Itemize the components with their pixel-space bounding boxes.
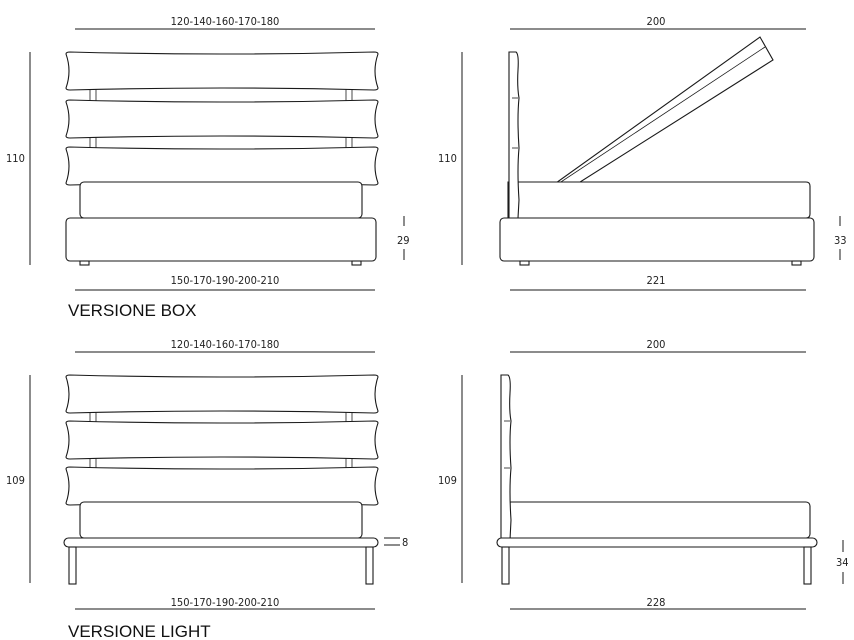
light-front-view: 120-140-160-170-180 109 8 150-170-190-20… [6, 338, 408, 610]
light-front-headboard-cushion-1 [65, 374, 379, 414]
box-front-foot-right [351, 260, 362, 266]
box-front-headboard-cushion-2 [65, 99, 379, 139]
box-front-height-label: 110 [6, 152, 25, 165]
light-side-mattress [506, 501, 811, 539]
box-side-height-label: 110 [438, 152, 457, 165]
light-side-frame [496, 537, 818, 548]
light-side-leg-left [501, 546, 510, 585]
box-front-width-bottom-label: 150-170-190-200-210 [171, 274, 280, 287]
box-side-view: 200 110 33 221 [438, 15, 847, 291]
light-side-length-top-label: 200 [647, 338, 666, 351]
box-front-base [65, 217, 377, 262]
light-front-headboard-cushion-3 [65, 466, 379, 506]
light-side-headboard [500, 374, 512, 541]
box-side-base-height-label: 33 [834, 234, 847, 247]
light-front-frame-height-label: 8 [402, 536, 408, 549]
box-front-width-top-label: 120-140-160-170-180 [171, 15, 280, 28]
light-front-width-top-label: 120-140-160-170-180 [171, 338, 280, 351]
versione-box-title: VERSIONE BOX [68, 301, 196, 320]
box-front-foot-left [79, 260, 90, 266]
box-side-base [499, 217, 815, 262]
light-side-leg-right [803, 546, 812, 585]
box-front-base-height-label: 29 [397, 234, 410, 247]
light-front-leg-left [68, 546, 77, 585]
light-side-height-label: 109 [438, 474, 457, 487]
light-front-leg-right [365, 546, 374, 585]
light-front-frame [63, 537, 379, 548]
box-side-length-top-label: 200 [647, 15, 666, 28]
box-front-headboard-cushion-3 [65, 146, 379, 186]
light-side-leg-height-label: 34 [836, 556, 849, 569]
box-side-length-bottom-label: 221 [647, 274, 666, 287]
light-front-headboard-cushion-2 [65, 420, 379, 460]
box-front-headboard-cushion-1 [65, 51, 379, 91]
box-side-headboard [508, 51, 520, 219]
box-front-view: 120-140-160-170-180 110 29 150-170-190-2… [6, 15, 410, 291]
light-side-length-bottom-label: 228 [647, 596, 666, 609]
versione-light-title: VERSIONE LIGHT [68, 622, 211, 640]
light-front-mattress [79, 501, 363, 539]
box-side-mattress [507, 181, 811, 219]
box-front-mattress [79, 181, 363, 219]
light-side-view: 200 109 34 228 [438, 338, 849, 610]
light-front-height-label: 109 [6, 474, 25, 487]
box-side-foot-right [791, 260, 802, 266]
box-side-foot-left [519, 260, 530, 266]
light-front-width-bottom-label: 150-170-190-200-210 [171, 596, 280, 609]
